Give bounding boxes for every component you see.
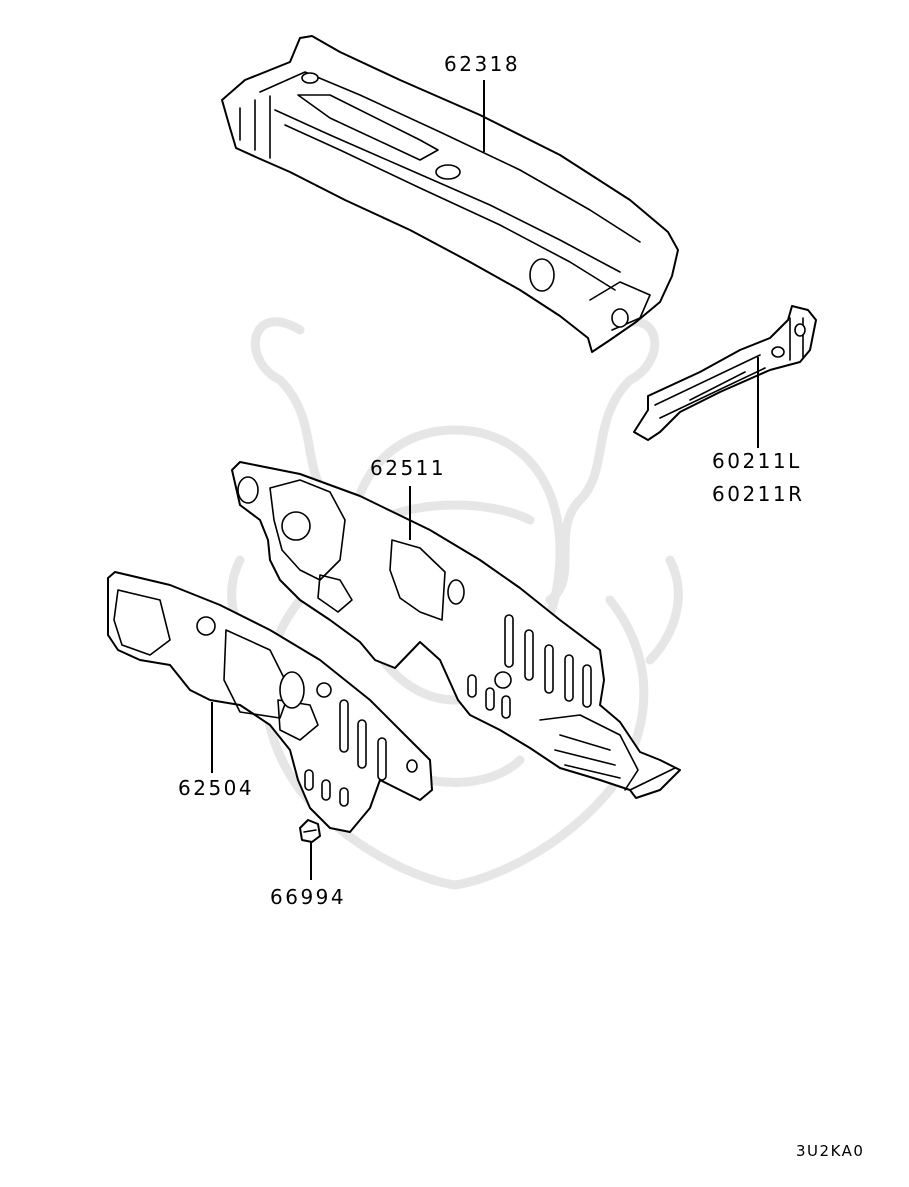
diagram-code: 3U2KA0 [796,1142,865,1160]
part-number-62318[interactable]: 62318 [444,52,521,76]
part-number-62511[interactable]: 62511 [370,456,447,480]
part-number-60211l[interactable]: 60211L [712,449,802,473]
part-62504-insulator [107,571,433,833]
part-number-60211r[interactable]: 60211R [712,482,805,506]
part-number-66994[interactable]: 66994 [270,885,347,909]
part-number-62504[interactable]: 62504 [178,776,255,800]
part-62511-dash-panel [231,461,681,799]
part-66994-grommet [299,819,321,843]
part-60211-bracket [633,305,817,441]
part-62318-cowl-panel [221,35,679,353]
